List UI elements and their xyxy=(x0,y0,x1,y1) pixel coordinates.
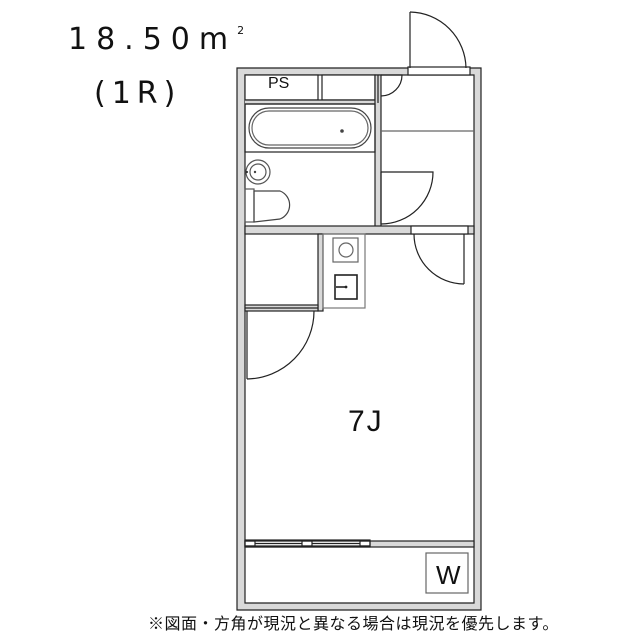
layout-type: (1R) xyxy=(94,76,182,111)
washbasin xyxy=(245,159,271,185)
floor-area-unit: m xyxy=(198,22,238,57)
outer-wall xyxy=(236,67,482,611)
floor-area-unit-sup: 2 xyxy=(237,24,245,37)
closet-door xyxy=(246,310,315,380)
entrance-door xyxy=(407,11,471,76)
small-door-arc xyxy=(380,74,403,97)
pipe-space-label: PS xyxy=(268,75,290,92)
floor-area: 18.50m2 xyxy=(68,22,244,57)
main-room-label: 7J xyxy=(348,405,384,438)
pipe-space-box xyxy=(244,74,319,101)
storage-box xyxy=(321,74,376,101)
sliding-window xyxy=(244,539,475,548)
floor-area-value: 18.50 xyxy=(68,22,199,57)
toilet xyxy=(244,188,291,223)
washer-label: W xyxy=(436,560,461,590)
washer-box xyxy=(425,552,469,594)
bathtub xyxy=(244,103,376,153)
disclaimer-note: ※図面・方角が現況と異なる場合は現況を優先します。 xyxy=(148,614,559,633)
kitchen-counter xyxy=(322,233,366,309)
bathroom-door xyxy=(380,171,434,225)
room-door xyxy=(410,225,469,285)
